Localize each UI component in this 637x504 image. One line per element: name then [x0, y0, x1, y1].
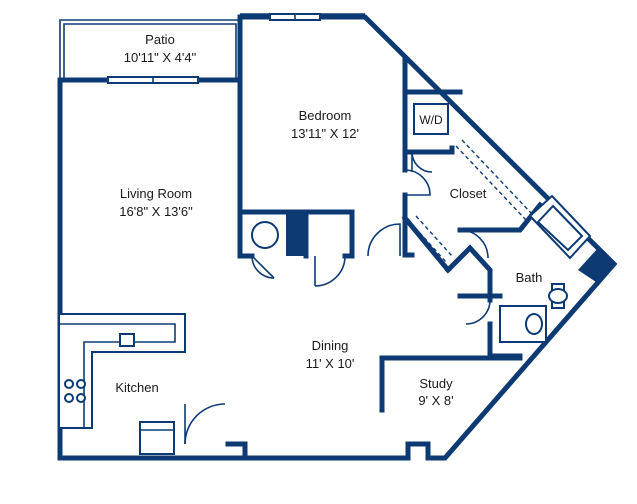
bath-name: Bath — [516, 270, 543, 285]
room-labels: Patio 10'11" X 4'4" Bedroom 13'11" X 12'… — [115, 32, 542, 408]
mechanical-closet — [251, 212, 304, 256]
dining-size: 11' X 10' — [306, 356, 355, 371]
bedroom-window — [269, 13, 321, 21]
washer-dryer: W/D — [413, 103, 449, 135]
study-name: Study — [419, 376, 453, 391]
wd-label: W/D — [419, 113, 443, 127]
patio-name: Patio — [145, 32, 175, 47]
patio-area — [59, 13, 365, 80]
dining-name: Dining — [312, 338, 349, 353]
study-size: 9' X 8' — [418, 393, 453, 408]
patio-size: 10'11" X 4'4" — [124, 50, 197, 65]
door-swings — [184, 151, 491, 445]
living-room-size: 16'8" X 13'6" — [119, 204, 193, 219]
bath-fixtures — [499, 194, 612, 343]
closet-shelf — [409, 139, 533, 263]
bedroom-name: Bedroom — [299, 108, 352, 123]
interior-walls — [237, 14, 544, 413]
bedroom-size: 13'11" X 12' — [291, 126, 359, 141]
kitchen-name: Kitchen — [115, 380, 158, 395]
living-room-name: Living Room — [120, 186, 192, 201]
closet-name: Closet — [450, 186, 487, 201]
kitchen-counters — [60, 313, 186, 455]
patio-sliding-door — [107, 76, 199, 84]
